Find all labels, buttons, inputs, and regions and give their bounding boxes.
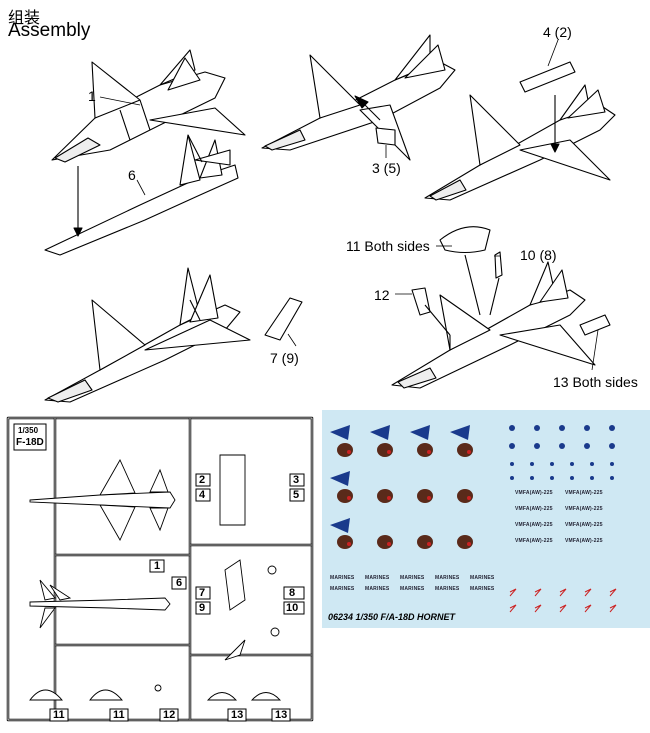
callout-part3: 3 (5): [372, 160, 401, 176]
decal-squadron-code-6: VMFA(AW)-225: [565, 522, 603, 528]
sprue-part-8: 8: [289, 587, 296, 599]
callout-part1: 1: [88, 88, 96, 104]
assembly-title-chinese: 组装: [8, 8, 41, 27]
sprue-part-6: 6: [176, 577, 183, 589]
assembly-title: Assembly: [8, 20, 91, 41]
decal-marines-7: MARINES: [365, 586, 390, 592]
national-roundels: [509, 425, 615, 480]
decal-squadron-code-1: VMFA(AW)-225: [515, 490, 553, 496]
aircraft-step1: [51, 49, 246, 163]
sprue-part-11a: 11: [53, 709, 65, 721]
decal-squadron-code-3: VMFA(AW)-225: [515, 506, 553, 512]
aircraft-step5: [391, 261, 611, 389]
decal-marines-1: MARINES: [330, 575, 355, 581]
decal-marines-10: MARINES: [470, 586, 495, 592]
red-chevron-decals: [509, 588, 617, 613]
sprue-scale-label: 1/350: [18, 426, 39, 435]
callout-part7: 7 (9): [270, 350, 299, 366]
sprue-part-1: 1: [154, 560, 161, 572]
decal-squadron-code-8: VMFA(AW)-225: [565, 538, 603, 544]
sprue-part-7: 7: [199, 587, 206, 599]
decal-marines-6: MARINES: [330, 586, 355, 592]
aircraft-step2: [261, 34, 456, 161]
sprue-part-2: 2: [199, 474, 206, 486]
sprue-part-13b: 13: [275, 709, 288, 721]
sprue-part-10: 10: [286, 602, 299, 614]
decal-squadron-code-7: VMFA(AW)-225: [515, 538, 553, 544]
decal-marines-3: MARINES: [400, 575, 425, 581]
decal-marines-8: MARINES: [400, 586, 425, 592]
sprue-frame: [6, 416, 314, 722]
sprue-part-5: 5: [293, 489, 300, 501]
decal-product-code: 06234 1/350 F/A-18D HORNET: [328, 612, 456, 622]
callout-part4: 4 (2): [543, 24, 572, 40]
callout-part11: 11 Both sides: [346, 238, 430, 254]
sprue-model-label: F-18D: [16, 437, 44, 448]
sprue-part-4: 4: [199, 489, 206, 501]
sprue-part-9: 9: [199, 602, 206, 614]
aircraft-step3: [424, 61, 616, 201]
sprue-part-3: 3: [293, 474, 300, 486]
decal-marines-5: MARINES: [470, 575, 495, 581]
squadron-insignia-grid: [330, 425, 473, 549]
aircraft-step1-underside: [44, 134, 239, 256]
sprue-part-12: 12: [163, 709, 176, 721]
decal-squadron-code-4: VMFA(AW)-225: [565, 506, 603, 512]
callout-part6: 6: [128, 167, 136, 183]
callout-part10: 10 (8): [520, 247, 557, 263]
decal-marines-2: MARINES: [365, 575, 390, 581]
decal-sheet: [322, 410, 650, 628]
callout-part12: 12: [374, 287, 390, 303]
sprue-part-13a: 13: [231, 709, 244, 721]
decal-marines-4: MARINES: [435, 575, 460, 581]
decal-marines-9: MARINES: [435, 586, 460, 592]
decal-squadron-code-2: VMFA(AW)-225: [565, 490, 603, 496]
callout-part13: 13 Both sides: [553, 374, 638, 390]
aircraft-step4: [44, 267, 251, 403]
sprue-part-11b: 11: [113, 709, 125, 721]
decal-squadron-code-5: VMFA(AW)-225: [515, 522, 553, 528]
